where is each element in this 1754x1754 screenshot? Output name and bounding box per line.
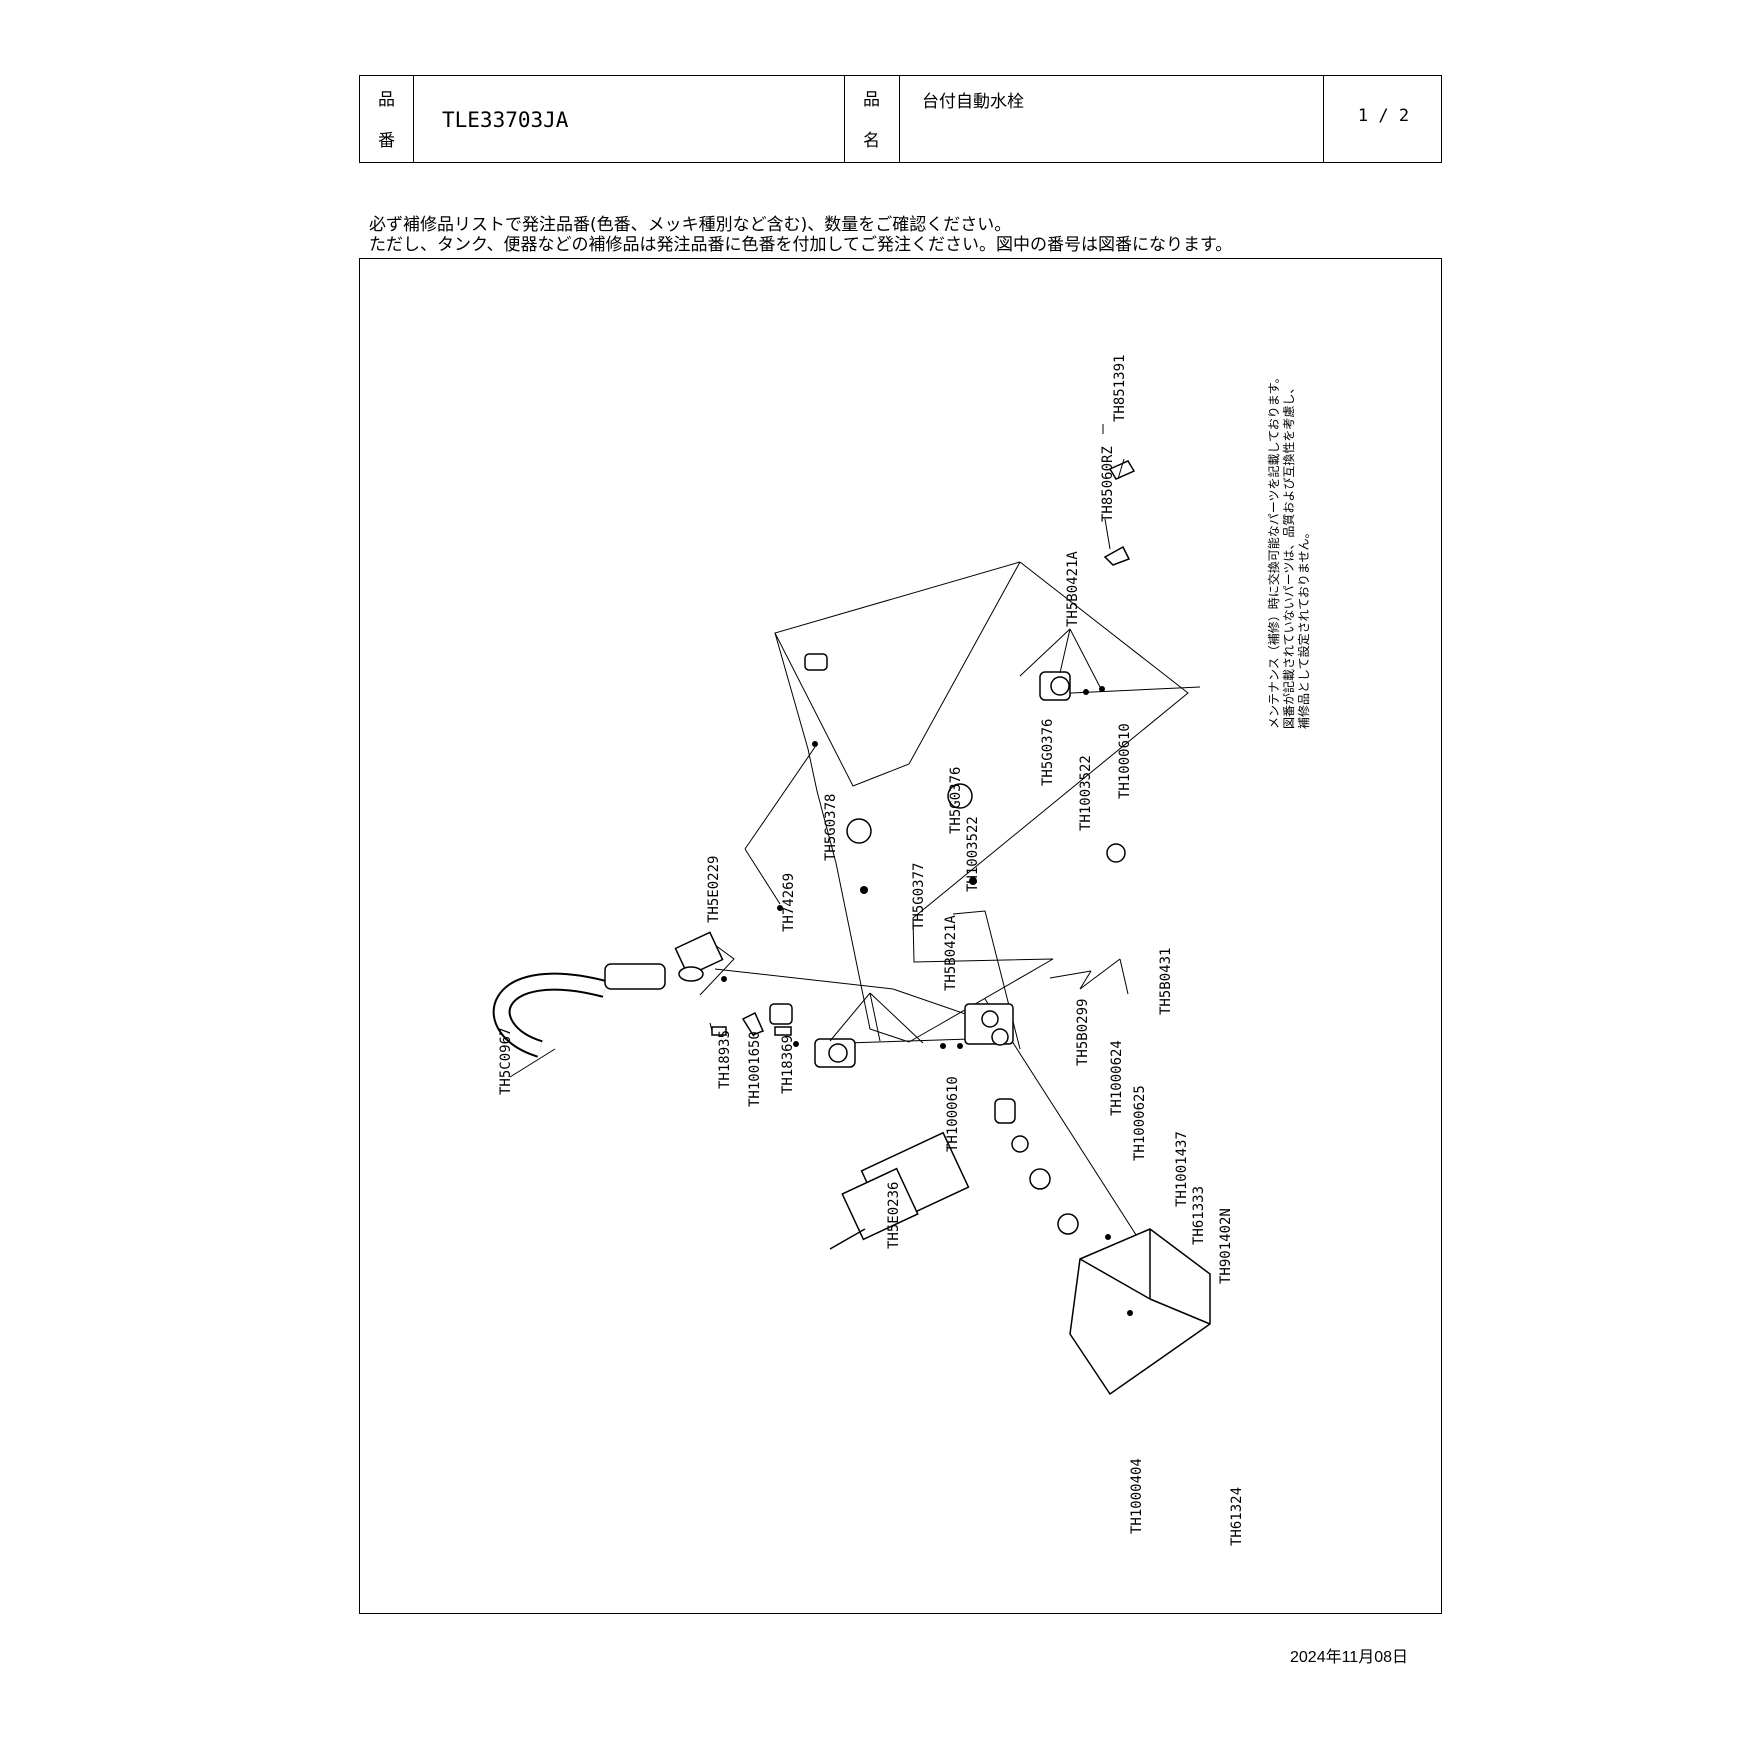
product-code-cell: TLE33703JA	[414, 76, 845, 162]
label-TH5G0378: TH5G0378	[823, 794, 839, 861]
product-code: TLE33703JA	[442, 108, 569, 132]
label-TH18935: TH18935	[717, 1030, 733, 1089]
label-TH5B0431: TH5B0431	[1158, 948, 1174, 1015]
issue-date: 2024年11月08日	[1290, 1649, 1409, 1666]
note-line-1: 必ず補修品リストで発注品番(色番、メッキ種別など含む)、数量をご確認ください。	[369, 215, 1012, 235]
note-line-2: ただし、タンク、便器などの補修品は発注品番に色番を付加してご発注ください。図中の…	[369, 235, 1233, 255]
label-TH5E0236: TH5E0236	[886, 1182, 902, 1249]
label-TH74269: TH74269	[781, 873, 797, 932]
label-TH5G0376-left: TH5G0376	[948, 767, 964, 834]
product-name-cell: 台付自動水栓	[900, 76, 1324, 162]
label-TH5G0376-right: TH5G0376	[1040, 719, 1056, 786]
label-TH5B0421A-mid: TH5B0421A	[943, 915, 959, 991]
label-TH1000610-mid: TH1000610	[945, 1076, 961, 1152]
label-TH1001437: TH1001437	[1174, 1131, 1190, 1207]
title-block: 品 番 TLE33703JA 品 名 台付自動水栓 1 / 2	[359, 75, 1442, 163]
label-TH5B0299: TH5B0299	[1075, 999, 1091, 1066]
code-label-cell: 品 番	[360, 76, 414, 162]
label-TH1001650: TH1001650	[747, 1031, 763, 1107]
label-TH18369: TH18369	[780, 1035, 796, 1094]
name-label-top: 品	[863, 90, 880, 110]
label-TH5C0967: TH5C0967	[498, 1028, 514, 1095]
label-TH1003522-left: TH1003522	[965, 816, 981, 892]
label-TH85060RZ: TH85060RZ	[1100, 446, 1116, 522]
label-TH1000404: TH1000404	[1129, 1458, 1145, 1534]
label-TH1003522-right: TH1003522	[1078, 755, 1094, 831]
code-label-top: 品	[378, 90, 395, 110]
product-name: 台付自動水栓	[922, 92, 1024, 112]
label-TH851391: TH851391	[1112, 355, 1128, 422]
side-note-line-1: メンテナンス（補修）時に交換可能なパーツを記載しております。	[1266, 371, 1281, 729]
page-number: 1 / 2	[1357, 106, 1410, 126]
label-TH5B0421A-top: TH5B0421A	[1065, 551, 1081, 627]
name-label-cell: 品 名	[845, 76, 900, 162]
label-TH1000624: TH1000624	[1109, 1040, 1125, 1116]
label-TH901402N: TH901402N	[1218, 1208, 1234, 1284]
label-TH61324: TH61324	[1229, 1487, 1245, 1546]
label-TH5G0377: TH5G0377	[911, 863, 927, 930]
side-note-line-3: 補修品として設定されておりません。	[1296, 526, 1311, 729]
label-TH1000625: TH1000625	[1132, 1085, 1148, 1161]
page-cell: 1 / 2	[1324, 76, 1443, 162]
side-note-line-2: 図番が記載されていないパーツは、品質および互換性を考慮し、	[1281, 382, 1296, 729]
code-label-bottom: 番	[378, 131, 395, 151]
label-TH5E0229: TH5E0229	[706, 856, 722, 923]
label-TH1000610-top: TH1000610	[1117, 723, 1133, 799]
name-label-bottom: 名	[863, 131, 880, 151]
label-TH61333: TH61333	[1191, 1186, 1207, 1245]
exploded-parts-diagram: TH851391 TH85060RZ TH5B0421A TH1000610 T…	[492, 355, 1311, 1546]
diagram-frame: TH851391 TH85060RZ TH5B0421A TH1000610 T…	[359, 258, 1442, 1614]
